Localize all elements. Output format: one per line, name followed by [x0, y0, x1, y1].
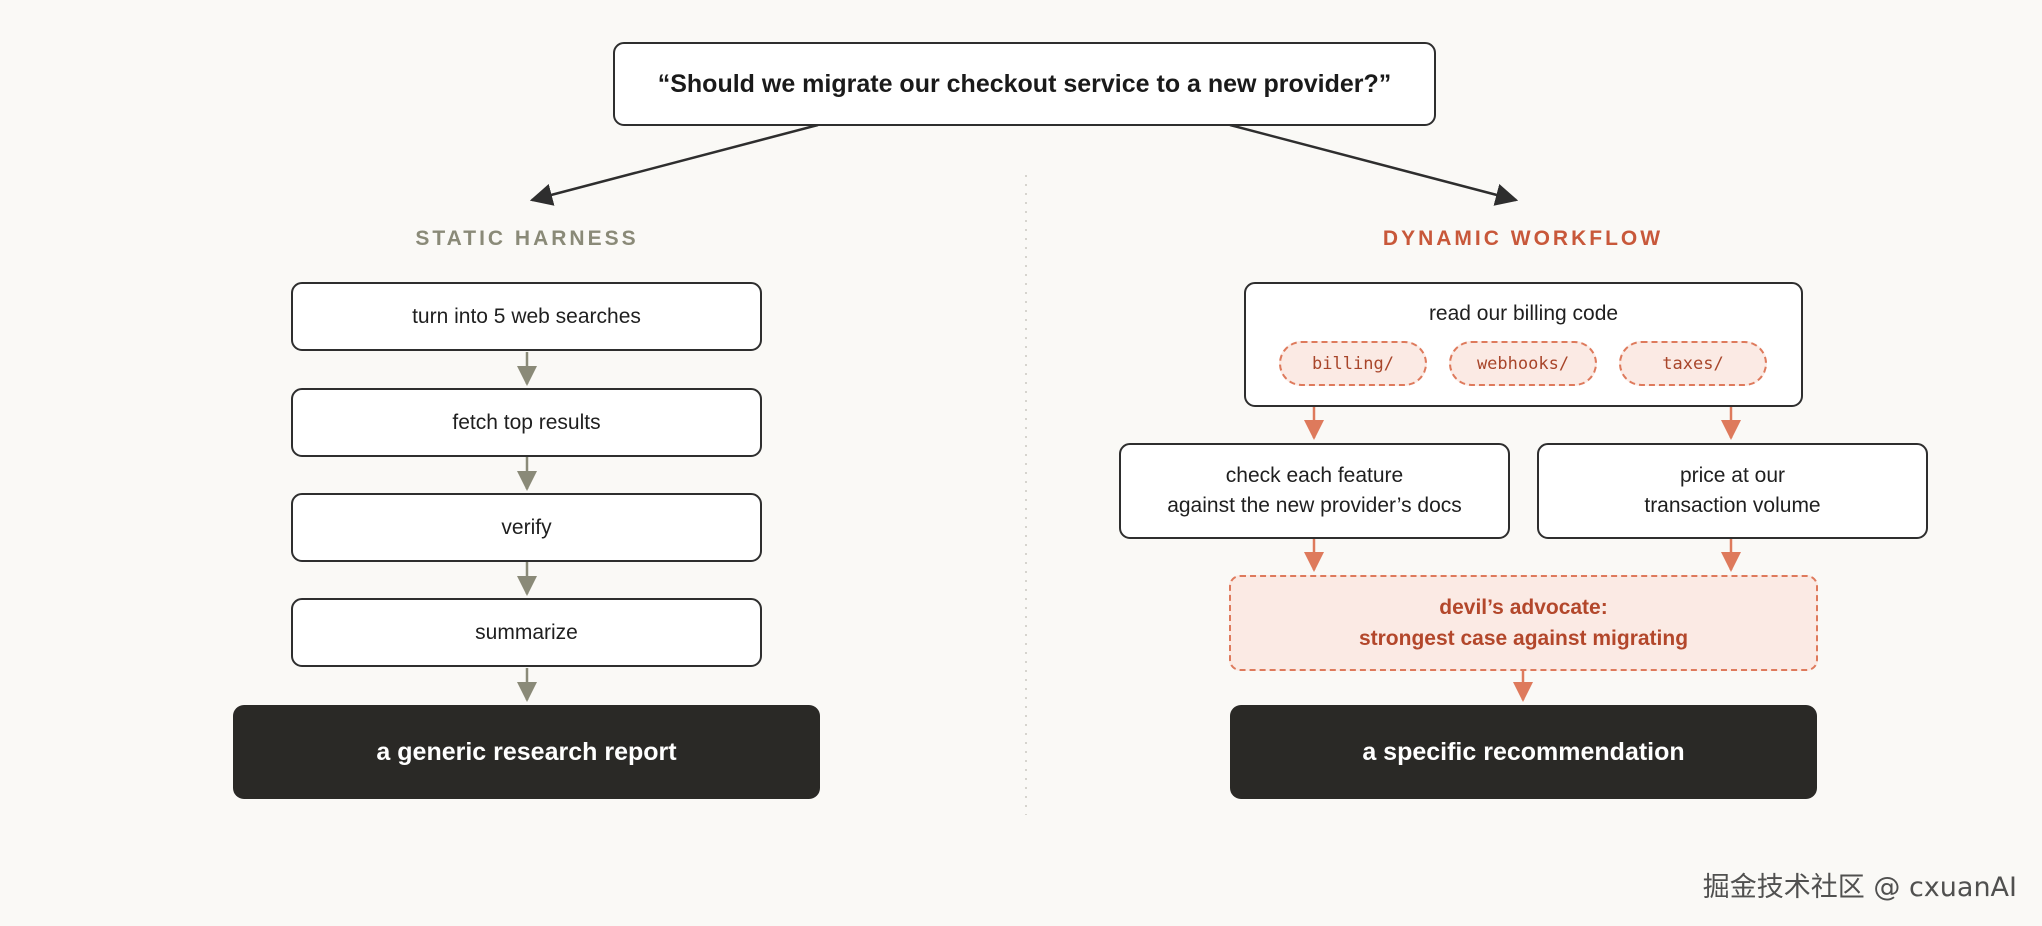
devils-advocate-label: devil’s advocate: strongest case against… [1358, 596, 1689, 650]
question-text: “Should we migrate our checkout service … [657, 70, 1392, 98]
static-step-label: summarize [475, 620, 578, 644]
static-step-search: turn into 5 web searches [291, 282, 762, 351]
static-step-label: verify [501, 515, 552, 539]
static-step-label: turn into 5 web searches [412, 304, 641, 328]
dynamic-heading: DYNAMIC WORKFLOW [1382, 227, 1664, 250]
static-result-label: a generic research report [376, 737, 677, 766]
arrow-to-dynamic [1229, 123, 1519, 206]
arrow-to-static [529, 123, 819, 206]
tag-billing: billing/ [1279, 341, 1427, 386]
check-features-label: check each feature against the new provi… [1167, 464, 1462, 517]
static-result: a generic research report [233, 705, 820, 799]
watermark: 掘金技术社区 @ cxuanAI [1702, 872, 2017, 903]
dynamic-result: a specific recommendation [1230, 705, 1817, 799]
tag-webhooks: webhooks/ [1449, 341, 1597, 386]
dynamic-result-label: a specific recommendation [1362, 737, 1685, 766]
static-heading: STATIC HARNESS [415, 227, 639, 250]
price-label: price at our transaction volume [1644, 464, 1821, 517]
tag-taxes: taxes/ [1619, 341, 1767, 386]
devils-advocate-box: devil’s advocate: strongest case against… [1229, 575, 1818, 671]
read-code-label: read our billing code [1428, 302, 1619, 325]
static-step-label: fetch top results [452, 410, 601, 434]
question-box: “Should we migrate our checkout service … [613, 42, 1436, 126]
price-box: price at our transaction volume [1537, 443, 1928, 539]
static-step-verify: verify [291, 493, 762, 562]
static-step-summarize: summarize [291, 598, 762, 667]
check-features-box: check each feature against the new provi… [1119, 443, 1510, 539]
static-step-fetch: fetch top results [291, 388, 762, 457]
